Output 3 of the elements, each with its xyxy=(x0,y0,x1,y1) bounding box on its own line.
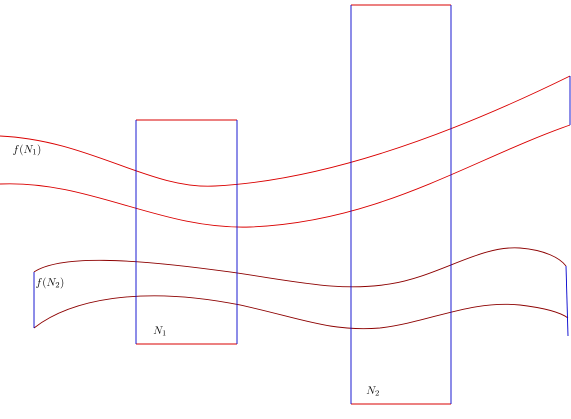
band-region: $f(N_1)$ xyxy=(0,76,570,228)
rectangle-region: $N_1$ xyxy=(136,120,238,344)
rectangle-region: $N_2$ xyxy=(350,4,452,404)
